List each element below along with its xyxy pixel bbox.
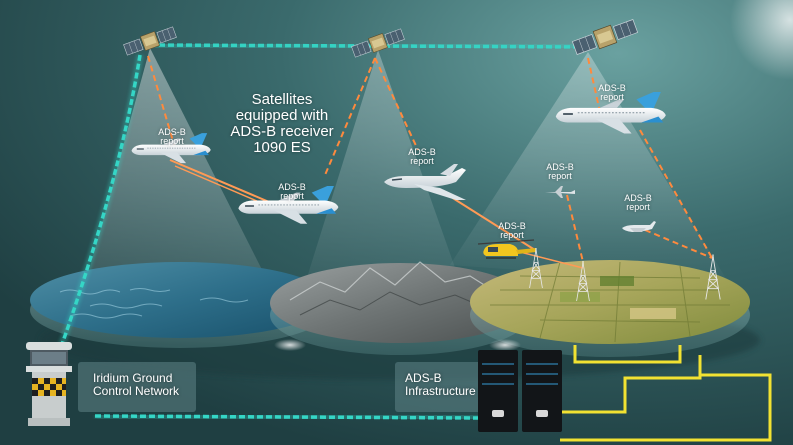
- ground-network-links: [560, 345, 772, 442]
- ads-b-report-label: ADS-B report: [490, 222, 534, 240]
- ads-b-text: ADS-B: [158, 127, 186, 137]
- report-text: report: [626, 202, 650, 212]
- satellite-title-line: 1090 ES: [253, 139, 311, 156]
- farmland-terrain: [470, 260, 750, 344]
- report-text: report: [280, 191, 304, 201]
- report-text: report: [600, 92, 624, 102]
- report-text: report: [500, 230, 524, 240]
- helicopter-icon: [477, 239, 536, 259]
- ads-b-text: ADS-B: [408, 147, 436, 157]
- ads-b-text: ADS-B: [498, 221, 526, 231]
- ground-control-box: [78, 362, 196, 412]
- ground-platform: [30, 260, 760, 380]
- small-plane-icon: [545, 186, 575, 198]
- ground-control-line: Iridium Ground: [93, 371, 173, 385]
- ads-b-report-label: ADS-B report: [590, 84, 634, 102]
- satellite-description: Satellites equipped with ADS-B receiver …: [222, 92, 342, 156]
- small-plane-icon: [622, 221, 656, 232]
- satellite-title-line: equipped with: [235, 107, 329, 124]
- ground-control-line: Control Network: [93, 384, 180, 398]
- infrastructure-line: ADS-B: [405, 371, 442, 385]
- ads-b-text: ADS-B: [546, 162, 574, 172]
- infrastructure-label: ADS-B Infrastructure: [405, 372, 485, 398]
- ads-b-report-label: ADS-B report: [400, 148, 444, 166]
- report-text: report: [410, 156, 434, 166]
- server-icon: [478, 350, 562, 432]
- satellite-title-line: ADS-B receiver: [230, 123, 334, 140]
- mountain-terrain: [270, 263, 530, 343]
- ads-b-report-label: ADS-B report: [616, 194, 660, 212]
- infrastructure-box: [395, 362, 485, 412]
- report-text: report: [160, 136, 184, 146]
- satellite-beam-center: [300, 50, 470, 310]
- ads-b-report-label: ADS-B report: [150, 128, 194, 146]
- satellite-title-line: Satellites: [251, 91, 313, 108]
- report-text: report: [548, 171, 572, 181]
- ads-b-report-label: ADS-B report: [538, 163, 582, 181]
- business-jet-icon: [384, 164, 466, 200]
- control-tower-icon: [26, 342, 72, 426]
- ocean-surface: [30, 262, 330, 338]
- glow-left: [274, 339, 306, 351]
- ads-b-text: ADS-B: [278, 182, 306, 192]
- satellite-beam-right: [450, 52, 730, 285]
- light-flare: [730, 0, 793, 80]
- ads-b-report-label: ADS-B report: [270, 183, 314, 201]
- ground-control-label: Iridium Ground Control Network: [93, 372, 197, 398]
- glow-right: [489, 339, 521, 351]
- ads-b-text: ADS-B: [598, 83, 626, 93]
- ads-b-text: ADS-B: [624, 193, 652, 203]
- infrastructure-line: Infrastructure: [405, 384, 476, 398]
